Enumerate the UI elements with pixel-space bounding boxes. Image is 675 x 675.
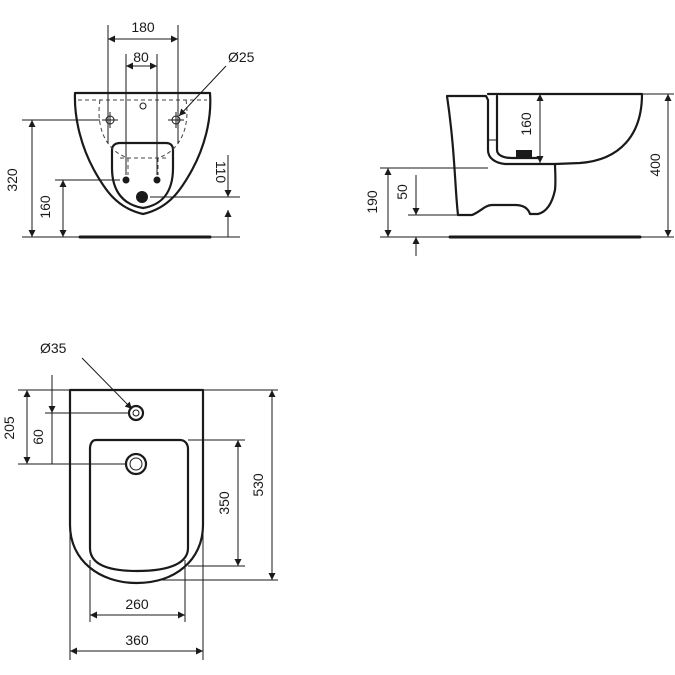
dim-top-360: 360: [125, 632, 149, 648]
dim-top-205: 205: [1, 416, 17, 440]
dim-front-180: 180: [131, 19, 155, 35]
dim-side-160: 160: [518, 112, 534, 136]
dim-side-190: 190: [364, 190, 380, 214]
side-outlet-icon: [516, 150, 532, 158]
dim-top-260: 260: [125, 596, 149, 612]
dim-top-350: 350: [216, 491, 232, 515]
top-bidet-outline: [68, 388, 205, 585]
top-view: Ø35 205 60 350 530 260 360: [1, 340, 278, 660]
front-tap-hole-left-icon: [102, 112, 118, 128]
front-tap-hole-right-icon: [168, 112, 184, 128]
dim-top-60: 60: [30, 429, 46, 445]
front-dashed-bowl: [78, 99, 207, 159]
top-drain-icon: [124, 452, 148, 476]
front-view: 180 80 Ø25 320 160 110: [4, 19, 255, 239]
dim-front-80: 80: [133, 49, 149, 65]
side-bowl: [486, 92, 644, 166]
front-fixing-hole-right-icon: [153, 176, 161, 184]
dim-front-160: 160: [37, 195, 53, 219]
side-bidet-body: [445, 94, 557, 217]
front-bidet-outline: [73, 91, 212, 216]
top-bowl: [88, 438, 190, 573]
side-view: 160 400 190 50: [364, 92, 674, 256]
dim-top-530: 530: [250, 473, 266, 497]
dim-front-320: 320: [4, 168, 20, 192]
front-fixing-hole-left-icon: [122, 176, 130, 184]
dim-side-400: 400: [647, 153, 663, 177]
dim-front-110: 110: [213, 161, 229, 184]
front-waste-outlet-icon: [136, 191, 148, 203]
dim-front-diameter-25: Ø25: [228, 49, 255, 65]
front-center-hole-icon: [139, 102, 147, 110]
front-bidet-recess: [110, 141, 175, 210]
dim-top-diameter-35: Ø35: [40, 340, 67, 356]
dim-side-50: 50: [394, 184, 410, 200]
top-tap-hole-icon: [127, 404, 145, 422]
